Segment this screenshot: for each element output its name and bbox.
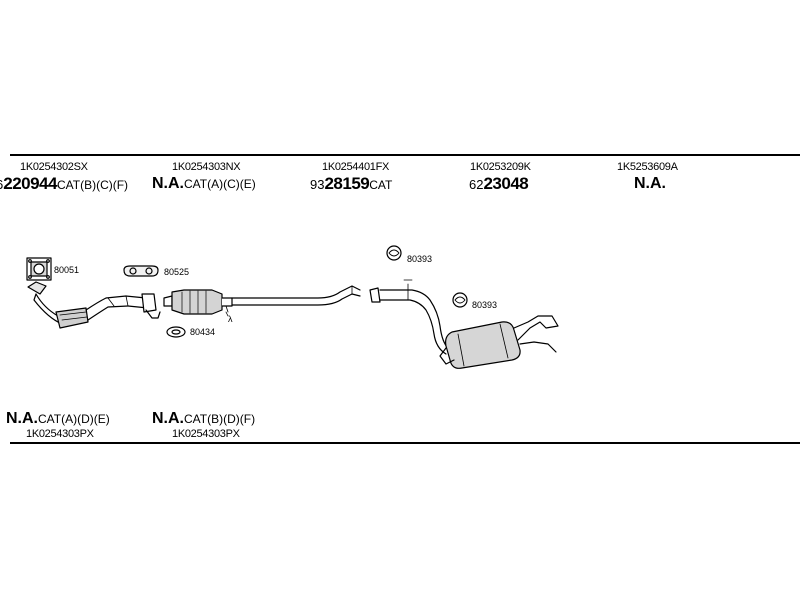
top-part-code-3: 1K0254401FX xyxy=(322,161,390,173)
clamp-icon xyxy=(386,245,402,261)
top-reference-1: 6220944CAT(B)(C)(F) xyxy=(0,174,128,194)
bottom-part-code-2: 1K0254303PX xyxy=(172,428,240,440)
top-reference-3: 9328159CAT xyxy=(310,174,392,194)
catalytic-converter xyxy=(163,289,233,315)
bottom-reference-1-suffix: CAT(A)(D)(E) xyxy=(38,412,110,426)
top-part-code-4: 1K0253209K xyxy=(470,161,531,173)
intermediate-pipe xyxy=(231,285,361,306)
lambda-sensor-lead xyxy=(225,311,229,317)
bottom-reference-2: N.A.CAT(B)(D)(F) xyxy=(152,410,255,428)
top-reference-2-number: N.A. xyxy=(152,175,184,192)
oval-gasket-icon xyxy=(123,265,159,277)
top-reference-5: N.A. xyxy=(634,175,666,193)
part-label-80393-lower: 80393 xyxy=(472,300,497,310)
top-reference-1-number: 220944 xyxy=(3,174,57,193)
top-part-code-5: 1K5253609A xyxy=(617,161,678,173)
bottom-divider-line xyxy=(10,442,800,444)
part-label-80051: 80051 xyxy=(54,265,79,275)
front-pipe-with-catalyst xyxy=(27,281,161,329)
square-gasket-icon xyxy=(26,257,52,281)
top-part-code-2: 1K0254303NX xyxy=(172,161,241,173)
lambda-symbol: λ xyxy=(228,314,233,324)
top-reference-3-suffix: CAT xyxy=(369,178,393,192)
top-reference-2: N.A.CAT(A)(C)(E) xyxy=(152,175,256,193)
part-label-80393-upper: 80393 xyxy=(407,254,432,264)
bottom-part-code-1: 1K0254303PX xyxy=(26,428,94,440)
bottom-reference-2-number: N.A. xyxy=(152,410,184,427)
top-reference-3-prefix: 93 xyxy=(310,177,325,192)
top-reference-2-suffix: CAT(A)(C)(E) xyxy=(184,177,256,191)
bottom-reference-1-number: N.A. xyxy=(6,410,38,427)
rear-pipe-and-silencer xyxy=(369,279,559,369)
part-label-80525: 80525 xyxy=(164,267,189,277)
top-part-code-1: 1K0254302SX xyxy=(20,161,88,173)
top-reference-1-suffix: CAT(B)(C)(F) xyxy=(56,178,129,192)
top-reference-3-number: 28159 xyxy=(324,174,370,193)
top-divider-line xyxy=(10,154,800,156)
part-label-80434: 80434 xyxy=(190,327,215,337)
bottom-reference-2-suffix: CAT(B)(D)(F) xyxy=(184,412,256,426)
top-reference-4: 6223048 xyxy=(469,174,529,194)
ring-gasket-icon xyxy=(166,326,186,338)
bottom-reference-1: N.A.CAT(A)(D)(E) xyxy=(6,410,110,428)
top-reference-1-prefix: 6 xyxy=(0,177,3,192)
top-reference-5-number: N.A. xyxy=(634,175,666,192)
clamp-icon xyxy=(452,292,468,308)
top-reference-4-number: 23048 xyxy=(483,174,529,193)
top-reference-4-prefix: 62 xyxy=(469,177,484,192)
